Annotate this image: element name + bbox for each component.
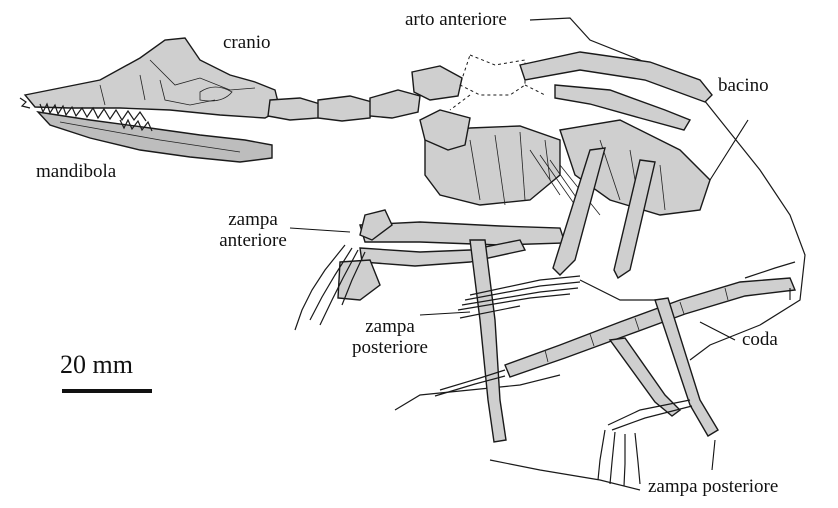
- label-arto-anteriore: arto anteriore: [405, 10, 507, 30]
- torso: [425, 120, 710, 215]
- label-zampa-posteriore-line1: zampa: [340, 317, 440, 337]
- label-coda: coda: [742, 330, 778, 350]
- mandible: [38, 112, 272, 162]
- label-zampa-anteriore-line1: zampa: [208, 210, 298, 230]
- scale-bar-label: 20 mm: [60, 350, 133, 380]
- label-zampa-anteriore-line2: anteriore: [208, 231, 298, 251]
- label-mandibola: mandibola: [36, 162, 116, 182]
- label-zampa-posteriore-bottom: zampa posteriore: [648, 477, 778, 497]
- label-zampa-posteriore-line2: posteriore: [340, 338, 440, 358]
- label-bacino: bacino: [718, 76, 769, 96]
- front-leg: [295, 210, 565, 330]
- neck-vertebrae: [268, 66, 462, 121]
- label-cranio: cranio: [223, 33, 270, 53]
